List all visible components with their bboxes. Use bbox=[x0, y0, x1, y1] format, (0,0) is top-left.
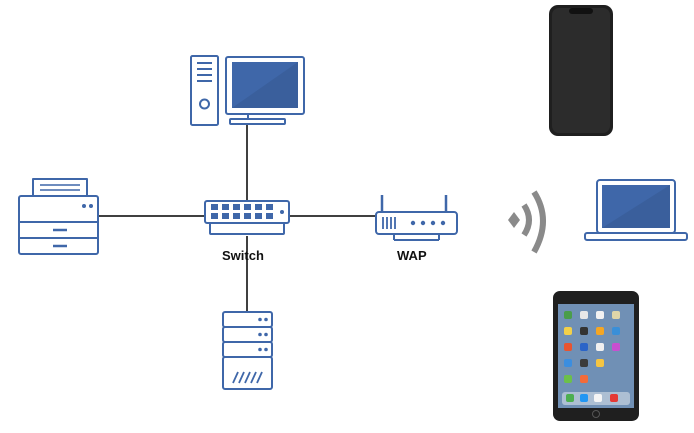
printer-icon bbox=[18, 178, 99, 255]
wap-label: WAP bbox=[397, 248, 427, 263]
connection-lines bbox=[98, 122, 376, 312]
wireless-access-point-icon bbox=[375, 195, 458, 241]
smartphone-icon bbox=[549, 5, 613, 136]
server-icon bbox=[222, 311, 273, 390]
wifi-signal-icon bbox=[508, 190, 546, 254]
desktop-computer-icon bbox=[190, 55, 305, 126]
laptop-icon bbox=[584, 179, 688, 241]
tablet-icon bbox=[553, 291, 639, 421]
switch-label: Switch bbox=[222, 248, 264, 263]
desktop-tower bbox=[190, 55, 219, 126]
network-switch-icon bbox=[204, 200, 290, 235]
